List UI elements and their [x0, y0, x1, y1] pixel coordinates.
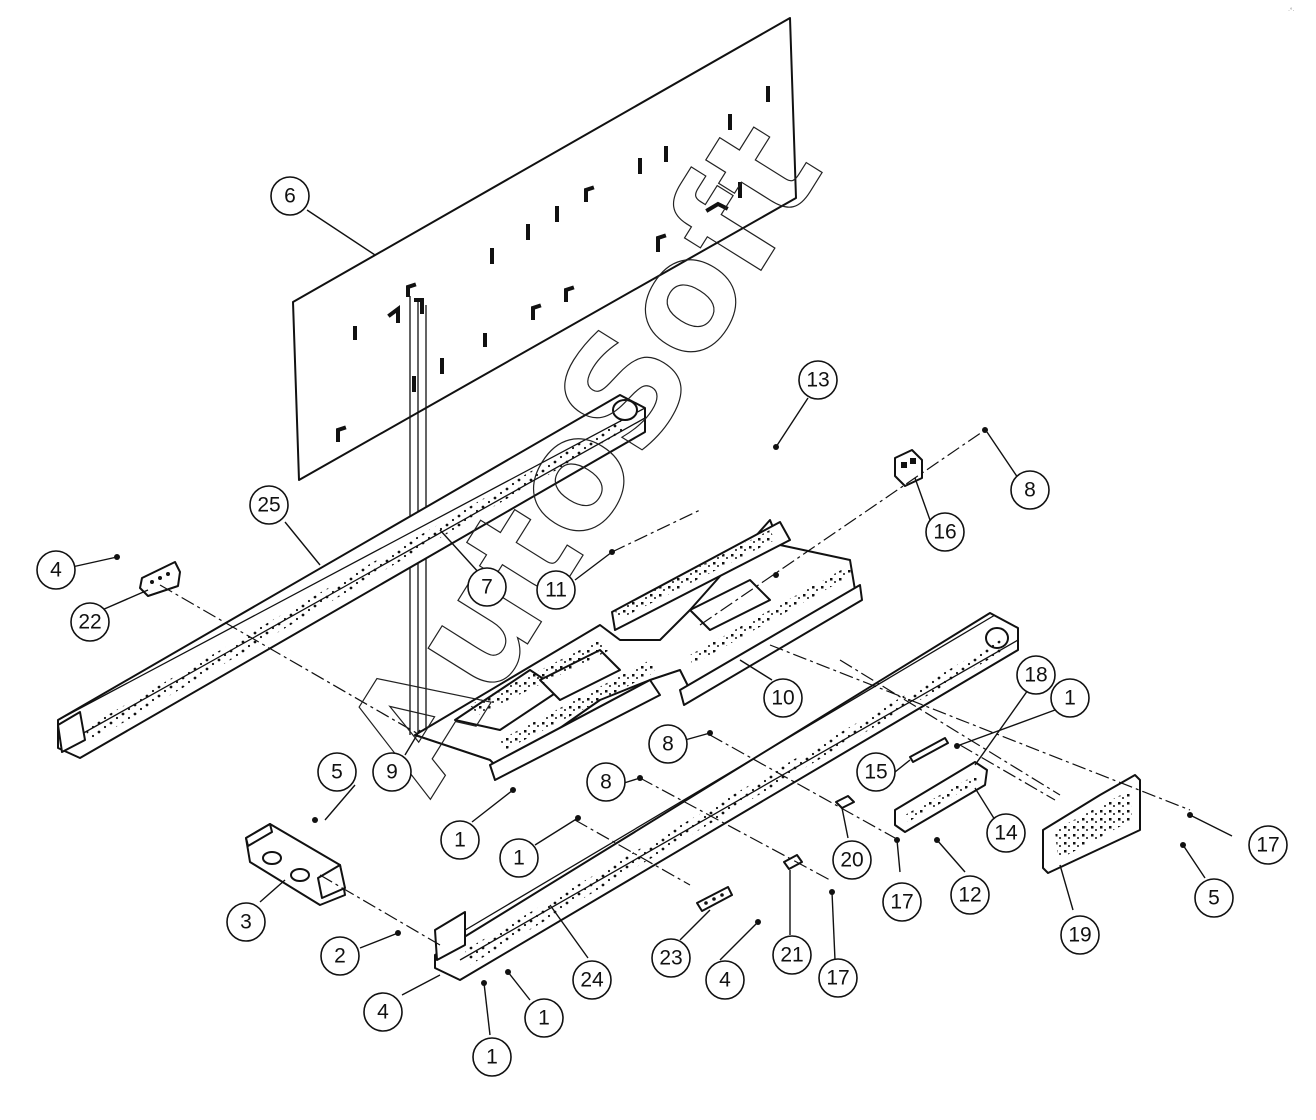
svg-text:15: 15 [864, 761, 887, 784]
svg-text:19: 19 [1068, 924, 1091, 947]
bracket-part-23 [696, 886, 733, 912]
callout-4: 4 [36, 550, 76, 590]
callout-21: 21 [772, 935, 812, 975]
callout-7: 7 [467, 567, 507, 607]
callout-20: 20 [832, 840, 872, 880]
callouts: 6 13 8 16 25 4 7 11 22 10 18 1 8 5 9 8 1… [36, 176, 1288, 1077]
corner-mark: ·°· [1288, 8, 1294, 14]
bar-part-14 [894, 761, 988, 833]
svg-text:12: 12 [958, 884, 981, 907]
callout-19: 19 [1060, 915, 1100, 955]
callout-1: 1 [472, 1037, 512, 1077]
svg-text:8: 8 [662, 733, 674, 756]
callout-16: 16 [925, 512, 965, 552]
svg-text:17: 17 [1256, 834, 1279, 857]
svg-text:8: 8 [1024, 479, 1036, 502]
callout-1: 1 [440, 820, 480, 860]
bracket-part-16 [894, 449, 923, 487]
svg-text:5: 5 [331, 761, 343, 784]
svg-text:1: 1 [1064, 687, 1076, 710]
svg-text:7: 7 [481, 576, 493, 599]
callout-8: 8 [586, 762, 626, 802]
callout-6: 6 [270, 176, 310, 216]
svg-text:17: 17 [890, 891, 913, 914]
plate-part-20 [835, 795, 855, 809]
svg-text:9: 9 [386, 761, 398, 784]
callout-8: 8 [1010, 470, 1050, 510]
svg-text:1: 1 [486, 1046, 498, 1069]
svg-text:22: 22 [78, 611, 101, 634]
callout-4: 4 [363, 992, 403, 1032]
svg-text:11: 11 [545, 579, 567, 602]
svg-text:16: 16 [933, 521, 956, 544]
bracket-part-22 [139, 561, 181, 597]
svg-text:13: 13 [806, 369, 829, 392]
svg-text:24: 24 [580, 969, 604, 992]
svg-text:20: 20 [840, 849, 863, 872]
svg-text:21: 21 [780, 944, 803, 967]
callout-14: 14 [986, 813, 1026, 853]
svg-text:17: 17 [826, 967, 849, 990]
side-rail-part-25 [57, 394, 646, 759]
panel-sheet-part-6 [292, 17, 797, 481]
bracket-part-3 [245, 823, 346, 906]
side-rail-part-24 [434, 612, 1019, 981]
callout-25: 25 [249, 485, 289, 525]
callout-5: 5 [317, 752, 357, 792]
callout-1: 1 [1050, 678, 1090, 718]
svg-text:18: 18 [1024, 664, 1047, 687]
callout-3: 3 [226, 902, 266, 942]
svg-text:5: 5 [1208, 887, 1220, 910]
svg-text:4: 4 [719, 969, 731, 992]
callout-2: 2 [320, 936, 360, 976]
svg-text:1: 1 [538, 1007, 550, 1030]
callout-10: 10 [763, 678, 803, 718]
callout-17: 17 [818, 958, 858, 998]
callout-22: 22 [70, 602, 110, 642]
callout-1: 1 [524, 998, 564, 1038]
callout-17: 17 [1248, 825, 1288, 865]
callout-12: 12 [950, 875, 990, 915]
svg-text:2: 2 [334, 945, 346, 968]
bar-part-15 [909, 737, 949, 763]
callout-5: 5 [1194, 878, 1234, 918]
svg-text:6: 6 [284, 185, 296, 208]
panel-sheet-slots [336, 86, 770, 442]
callout-9: 9 [372, 752, 412, 792]
svg-text:3: 3 [240, 911, 252, 934]
svg-text:4: 4 [50, 559, 62, 582]
plate-part-21 [783, 854, 803, 870]
crossmember-assembly-part-9-10 [414, 519, 863, 781]
svg-text:23: 23 [659, 947, 682, 970]
svg-text:10: 10 [771, 687, 794, 710]
callout-17: 17 [882, 882, 922, 922]
svg-text:4: 4 [377, 1001, 389, 1024]
callout-4: 4 [705, 960, 745, 1000]
leader-lines [71, 209, 1233, 1036]
callout-13: 13 [798, 360, 838, 400]
callout-15: 15 [856, 752, 896, 792]
svg-text:8: 8 [600, 771, 612, 794]
svg-text:25: 25 [257, 494, 280, 517]
callout-18: 18 [1016, 655, 1056, 695]
plate-part-19 [1042, 774, 1141, 874]
callout-24: 24 [572, 960, 612, 1000]
svg-text:14: 14 [994, 822, 1018, 845]
callout-8: 8 [648, 724, 688, 764]
callout-11: 11 [536, 570, 576, 610]
svg-text:1: 1 [454, 829, 466, 852]
callout-23: 23 [651, 938, 691, 978]
callout-1: 1 [499, 838, 539, 878]
svg-text:1: 1 [513, 847, 525, 870]
assembly-lines [159, 429, 1191, 946]
